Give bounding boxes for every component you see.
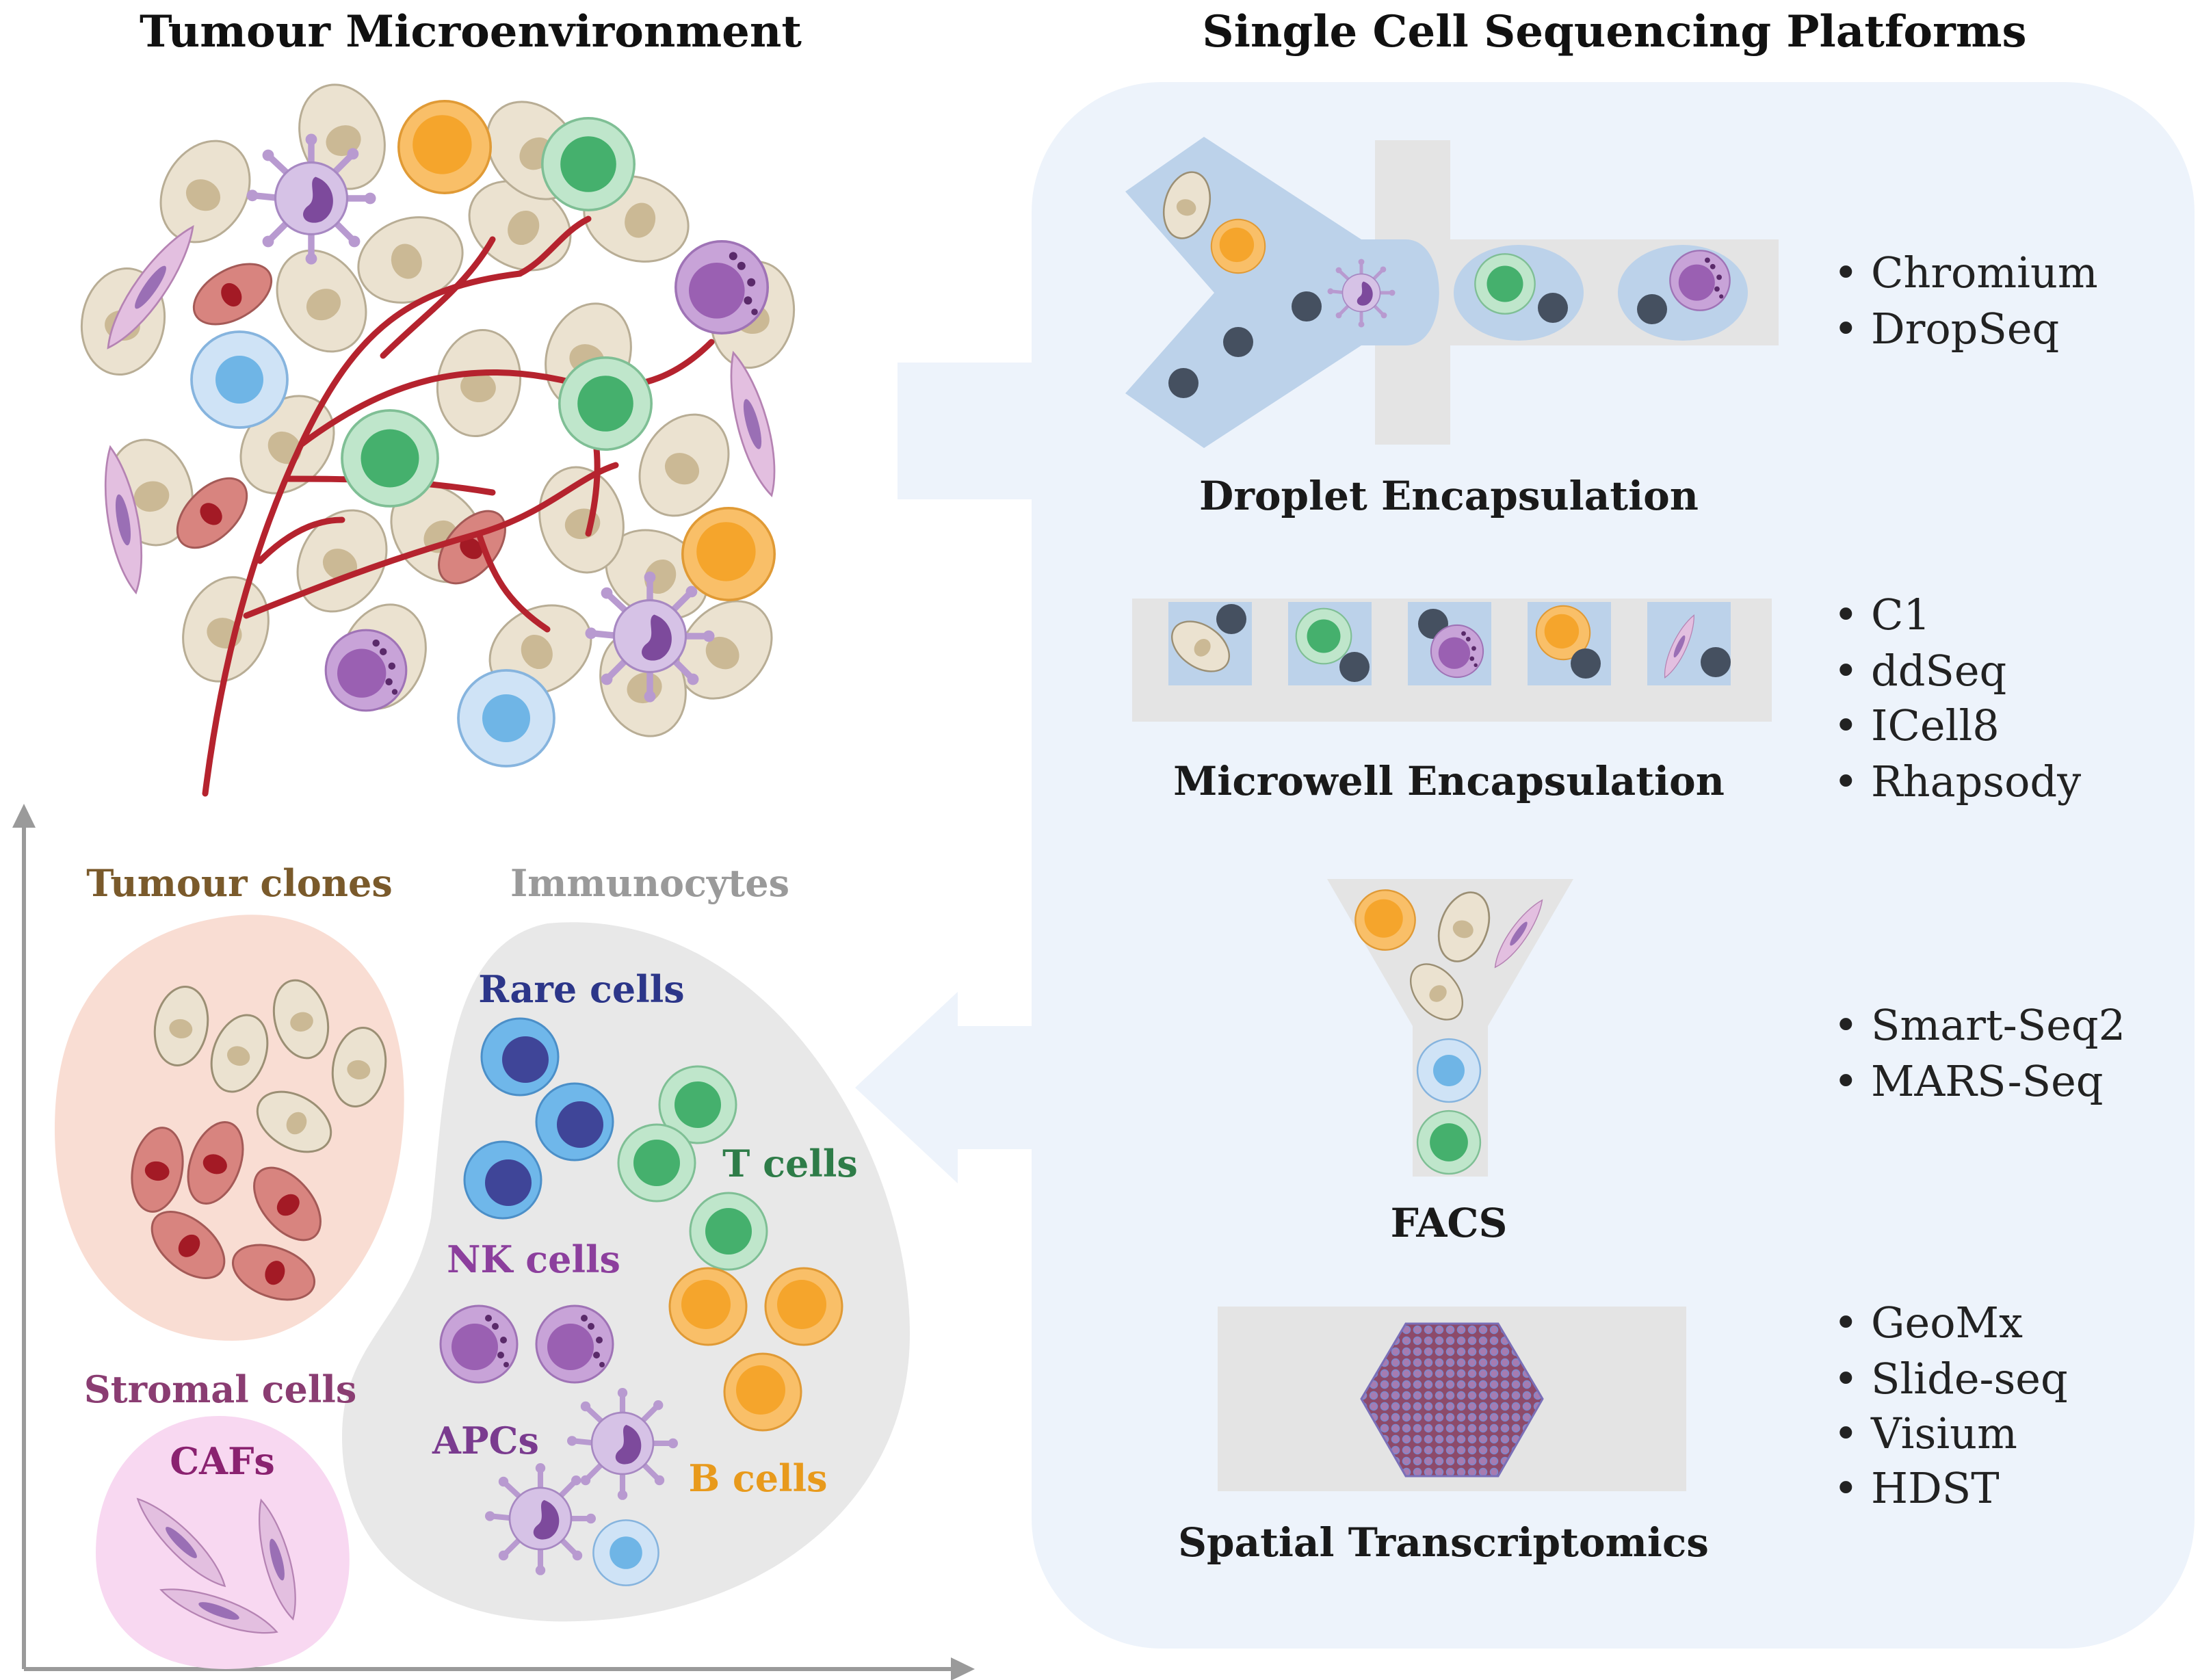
flow-arrow-right (898, 363, 1032, 499)
bullet-dot: • (1833, 1463, 1859, 1513)
method-label-droplet: Droplet Encapsulation (1199, 473, 1699, 519)
label-nk-cells: NK cells (447, 1237, 620, 1281)
label-apcs: APCs (432, 1419, 539, 1462)
bullet-dot: • (1833, 1298, 1859, 1348)
bullet-dot: • (1833, 700, 1859, 750)
flow-arrow-left (855, 992, 1032, 1183)
platform-ddseq: ddSeq (1871, 646, 2006, 696)
facs-diagram (1327, 879, 1573, 1177)
platform-smart-seq2: Smart-Seq2 (1871, 1000, 2125, 1050)
platform-hdst: HDST (1871, 1463, 2000, 1513)
label-t-cells: T cells (722, 1142, 858, 1185)
label-immunocytes: Immunocytes (510, 861, 789, 905)
label-rare-cells: Rare cells (478, 967, 684, 1011)
method-label-microwell: Microwell Encapsulation (1173, 758, 1725, 804)
bullet-dot: • (1833, 1408, 1859, 1458)
platforms-facs: • Smart-Seq2 • MARS-Seq (1833, 1000, 2125, 1106)
label-cafs: CAFs (170, 1439, 275, 1483)
bullet-dot: • (1833, 248, 1859, 298)
bullet-dot: • (1833, 304, 1859, 354)
platforms-spatial: • GeoMx • Slide-seq • Visium • HDST (1833, 1298, 2068, 1513)
platforms-microwell: • C1 • ddSeq • ICell8 • Rhapsody (1833, 590, 2081, 806)
y-axis-arrowhead (12, 804, 36, 828)
label-tumour-clones: Tumour clones (86, 861, 393, 905)
droplet-encapsulation-diagram (1125, 137, 1779, 448)
platform-visium: Visium (1870, 1408, 2017, 1458)
label-b-cells: B cells (688, 1456, 827, 1500)
platforms-panel (1032, 82, 2195, 1649)
immunocytes-cluster (342, 922, 910, 1622)
platforms-droplet: • Chromium • DropSeq (1833, 248, 2098, 354)
platform-geomx: GeoMx (1871, 1298, 2023, 1348)
platform-dropseq: DropSeq (1871, 304, 2059, 354)
x-axis-arrowhead (951, 1657, 975, 1680)
label-stromal-cells: Stromal cells (84, 1367, 357, 1411)
platform-chromium: Chromium (1871, 248, 2098, 298)
right-title: Single Cell Sequencing Platforms (1202, 6, 2026, 57)
platform-rhapsody: Rhapsody (1871, 757, 2081, 806)
left-title: Tumour Microenvironment (140, 6, 802, 57)
platform-c1: C1 (1871, 590, 1930, 640)
method-label-facs: FACS (1391, 1200, 1508, 1246)
microwell-encapsulation-diagram (1132, 599, 1772, 722)
bullet-dot: • (1833, 590, 1859, 640)
bullet-dot: • (1833, 1056, 1859, 1106)
cell-type-map: Tumour clones Immunocytes Rare cells T c… (12, 804, 975, 1680)
tumour-microenvironment (72, 71, 804, 797)
platform-icell8: ICell8 (1871, 700, 2000, 750)
method-label-spatial: Spatial Transcriptomics (1178, 1519, 1709, 1566)
platform-mars-seq: MARS-Seq (1871, 1056, 2104, 1106)
bullet-dot: • (1833, 757, 1859, 806)
bullet-dot: • (1833, 646, 1859, 696)
platform-slide-seq: Slide-seq (1871, 1354, 2068, 1404)
bullet-dot: • (1833, 1354, 1859, 1404)
spatial-transcriptomics-diagram (1218, 1307, 1686, 1491)
bullet-dot: • (1833, 1000, 1859, 1050)
